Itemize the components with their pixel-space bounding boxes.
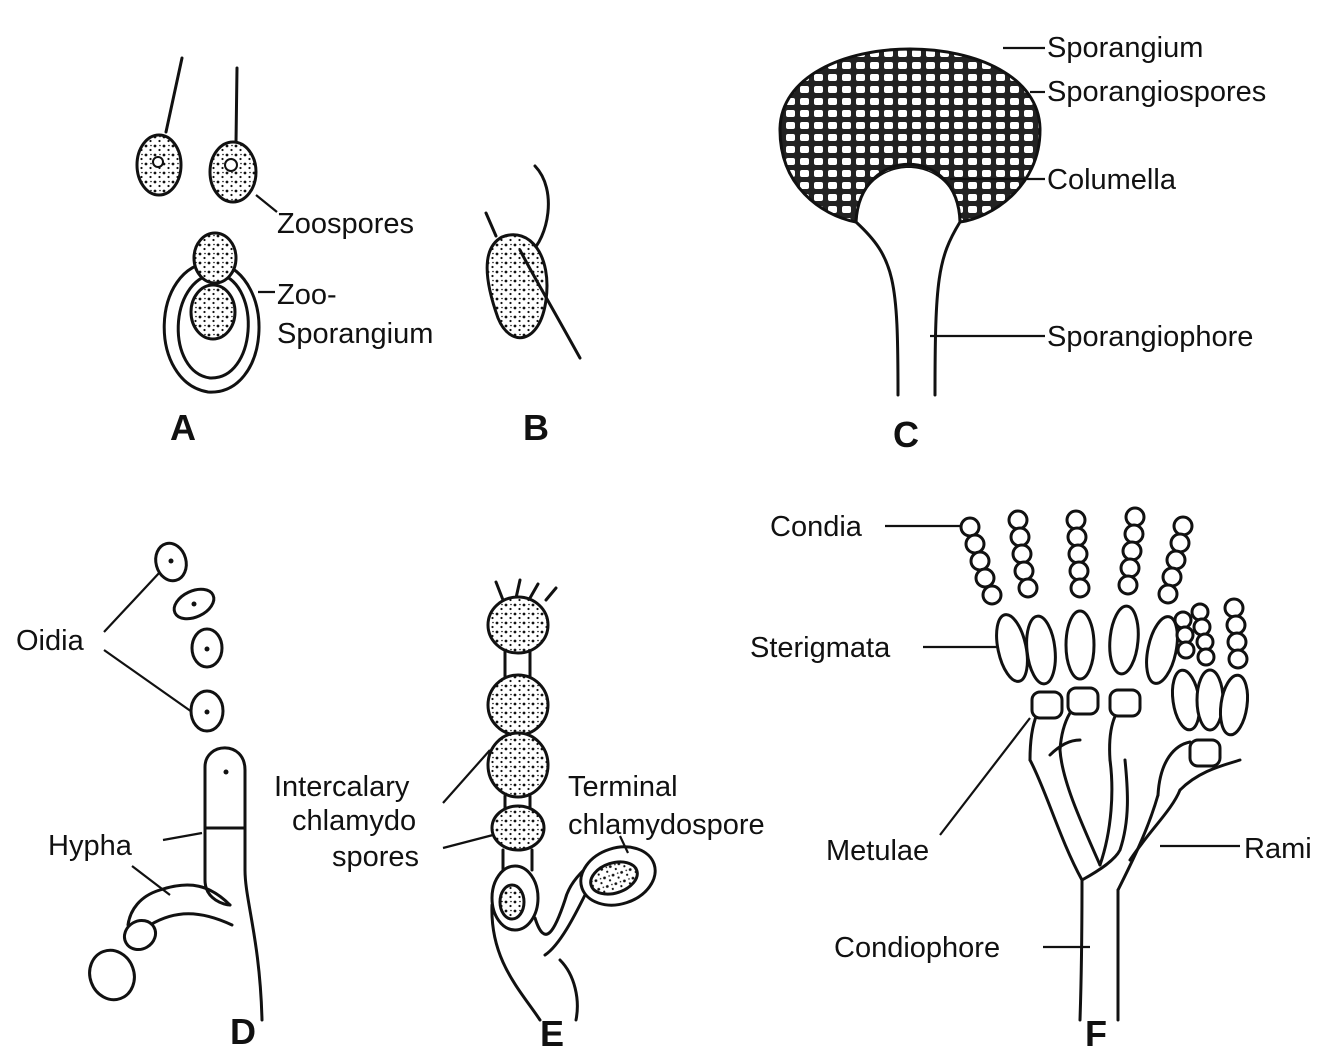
leader-hypha-1 xyxy=(163,833,202,840)
biflagellate-spore xyxy=(487,235,547,338)
zoospore-1 xyxy=(137,58,182,195)
leader-intercalary-2 xyxy=(443,835,493,848)
zoosporangium xyxy=(164,233,259,392)
panel-c: Sporangium Sporangiospores Columella Spo… xyxy=(780,32,1266,455)
label-chlamydospore: chlamydospore xyxy=(568,809,765,841)
label-hypha: Hypha xyxy=(48,830,133,862)
leader-metulae xyxy=(940,718,1030,835)
label-sporangium: Sporangium xyxy=(1047,32,1203,64)
label-intercalary: Intercalary xyxy=(274,771,410,803)
label-sporangiophore: Sporangiophore xyxy=(1047,321,1253,353)
label-condiophore: Condiophore xyxy=(834,932,1000,964)
panel-d: Oidia Hypha D xyxy=(16,540,262,1050)
label-condia: Condia xyxy=(770,511,863,543)
panel-letter-d: D xyxy=(230,1011,256,1050)
panel-letter-f: F xyxy=(1085,1013,1107,1050)
label-zoo: Zoo- xyxy=(277,279,337,311)
penicillus xyxy=(991,605,1251,1020)
panel-letter-a: A xyxy=(170,407,196,448)
label-sterigmata: Sterigmata xyxy=(750,632,891,664)
leader-hypha-2 xyxy=(132,866,170,895)
label-columella: Columella xyxy=(1047,164,1177,196)
leader-oidia-2 xyxy=(104,650,192,712)
panel-b: B xyxy=(486,166,580,448)
leader-oidia-1 xyxy=(104,572,160,632)
label-zoo-sporangium: Sporangium xyxy=(277,318,433,350)
label-terminal: Terminal xyxy=(568,771,678,803)
label-metulae: Metulae xyxy=(826,835,929,867)
zoospore-2 xyxy=(210,68,256,202)
panel-letter-e: E xyxy=(540,1013,564,1050)
leader-zoospores xyxy=(256,195,277,212)
panel-e: Intercalary chlamydo spores Terminal chl… xyxy=(274,580,765,1050)
panel-letter-b: B xyxy=(523,407,549,448)
panel-a: Zoospores Zoo- Sporangium A xyxy=(137,58,433,448)
leader-intercalary-1 xyxy=(443,750,490,803)
sporangiophore-right xyxy=(935,222,960,395)
flagellum-top xyxy=(530,166,548,253)
label-oidia: Oidia xyxy=(16,625,85,657)
label-chlamydo: chlamydo xyxy=(292,805,416,837)
panel-f: Condia Sterigmata Metulae Rami Condiopho… xyxy=(750,508,1312,1050)
hypha xyxy=(83,748,262,1020)
oidia-chain xyxy=(152,540,223,731)
flagellum-left xyxy=(486,213,496,236)
panel-letter-c: C xyxy=(893,414,919,455)
label-rami: Rami xyxy=(1244,833,1312,865)
label-spores: spores xyxy=(332,841,419,873)
label-zoospores: Zoospores xyxy=(277,208,414,240)
label-sporangiospores: Sporangiospores xyxy=(1047,76,1266,108)
